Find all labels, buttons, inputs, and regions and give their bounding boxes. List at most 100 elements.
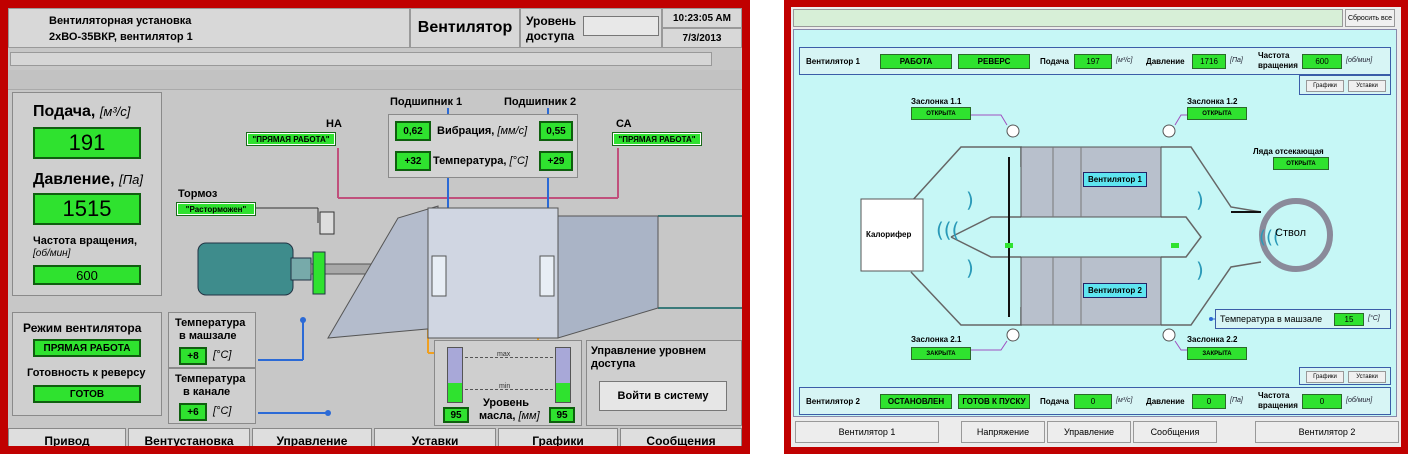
access-level-label-1: Уровень xyxy=(526,14,577,28)
shaft-label: Ствол xyxy=(1275,227,1306,239)
svg-text:): ) xyxy=(1196,188,1204,212)
pressure-label: Давление, xyxy=(33,171,115,188)
reset-all-button[interactable]: Сбросить все xyxy=(1345,9,1395,27)
title-line-2: 2хВО-35ВКР, вентилятор 1 xyxy=(49,31,193,43)
bearing-readings-box: 0,62 Вибрация, [мм/с] 0,55 +32 Температу… xyxy=(388,114,578,178)
reverse-ready-label: Готовность к реверсу xyxy=(27,367,146,379)
fan-drive-panel: Вентиляторная установка 2хВО-35ВКР, вент… xyxy=(0,0,750,454)
hall-temp-label-1: Температура xyxy=(175,317,246,329)
fan-2-row: Вентилятор 2 ОСТАНОВЛЕН ГОТОВ К ПУСКУ По… xyxy=(799,387,1391,415)
fan-1-setpoints-button[interactable]: Уставки xyxy=(1348,80,1386,92)
damper-1-1-state: ОТКРЫТА xyxy=(911,107,971,120)
oil-gauge-2 xyxy=(555,347,571,403)
tab-right-control[interactable]: Управление xyxy=(1047,421,1131,443)
fan-2-flow-label: Подача xyxy=(1040,397,1069,406)
damper-1-2-state: ОТКРЫТА xyxy=(1187,107,1247,120)
svg-text:(((: ((( xyxy=(936,218,959,242)
right-hall-temp-value: 15 xyxy=(1334,313,1364,326)
oil-min-label: min xyxy=(499,383,511,390)
tab-control[interactable]: Управление xyxy=(252,428,372,446)
tab-drive[interactable]: Привод xyxy=(8,428,126,446)
tab-messages[interactable]: Сообщения xyxy=(620,428,742,446)
fan-1-rpm-unit: [об/мин] xyxy=(1346,57,1373,64)
oil-level-1-value: 95 xyxy=(443,407,469,423)
oil-max-label: max xyxy=(497,351,511,358)
oil-level-box: max min 95 95 Уровень масла, [мм] xyxy=(434,340,582,426)
access-control-box: Управление уровнем доступа Войти в систе… xyxy=(586,340,742,426)
svg-text:): ) xyxy=(1196,258,1204,282)
oil-min-line xyxy=(465,389,553,390)
bearing-2-label: Подшипник 2 xyxy=(504,96,577,108)
fan-1-pressure-unit: [Па] xyxy=(1230,57,1243,64)
damper-2-2-state: ЗАКРЫТА xyxy=(1187,347,1247,360)
heater-label: Калорифер xyxy=(866,230,912,239)
fan-mode-label: Режим вентилятора xyxy=(23,321,142,335)
oil-level-label-2: масла, xyxy=(479,410,516,422)
channel-temp-label-1: Температура xyxy=(175,373,246,385)
tab-voltage[interactable]: Напряжение xyxy=(961,421,1045,443)
bearing-temp-label: Температура, xyxy=(433,155,507,167)
pressure-unit: [Па] xyxy=(119,172,143,187)
reverse-ready-value: ГОТОВ xyxy=(33,385,141,403)
fan-2-buttons: Графики Уставки xyxy=(1299,367,1391,385)
vibration-2-value: 0,55 xyxy=(539,121,573,141)
fan-1-flow-value: 197 xyxy=(1074,54,1112,69)
fan-1-rpm-label-2: вращения xyxy=(1258,61,1298,70)
bearing-temp-1-value: +32 xyxy=(395,151,431,171)
right-message-bar xyxy=(793,9,1343,27)
message-bar xyxy=(10,52,712,66)
fan-2-setpoints-button[interactable]: Уставки xyxy=(1348,371,1386,383)
fan-1-row: Вентилятор 1 РАБОТА РЕВЕРС Подача 197 [м… xyxy=(799,47,1391,75)
svg-text:(((: ((( xyxy=(1259,227,1280,248)
flow-value: 191 xyxy=(33,127,141,159)
fan-1-flow-unit: [м³/с] xyxy=(1116,57,1133,64)
tab-fan-1[interactable]: Вентилятор 1 xyxy=(795,421,939,443)
bearing-1-label: Подшипник 1 xyxy=(390,96,463,108)
fan-parameters-box: Подача, [м³/с] 191 Давление, [Па] 1515 Ч… xyxy=(12,92,162,296)
oil-gauge-1 xyxy=(447,347,463,403)
brake-label: Тормоз xyxy=(178,188,218,200)
clock-time: 10:23:05 AM xyxy=(662,8,742,28)
ca-label: СА xyxy=(616,118,632,130)
login-button[interactable]: Войти в систему xyxy=(599,381,727,411)
installation-title: Вентиляторная установка 2хВО-35ВКР, вент… xyxy=(8,8,410,48)
tab-setpoints[interactable]: Уставки xyxy=(374,428,496,446)
hall-temp-row: Температура в машзале 15 [°C] xyxy=(1215,309,1391,329)
tab-fan-unit[interactable]: Вентустановка xyxy=(128,428,250,446)
channel-temp-unit: [°C] xyxy=(213,405,232,417)
tab-graphs[interactable]: Графики xyxy=(498,428,618,446)
fan-1-flow-label: Подача xyxy=(1040,57,1069,66)
fan-1-pressure-label: Давление xyxy=(1146,57,1185,66)
na-label: НА xyxy=(326,118,342,130)
fan-1-pressure-value: 1716 xyxy=(1192,54,1226,69)
flow-unit: [м³/с] xyxy=(99,104,131,119)
brake-status: "Расторможен" xyxy=(176,202,256,216)
fan-1-graphs-button[interactable]: Графики xyxy=(1306,80,1344,92)
ca-status: "ПРЯМАЯ РАБОТА" xyxy=(612,132,702,146)
oil-level-label-1: Уровень xyxy=(483,397,530,409)
tab-right-messages[interactable]: Сообщения xyxy=(1133,421,1217,443)
vibration-unit: [мм/с] xyxy=(497,125,528,137)
channel-temperature-box: Температура в канале +6 [°C] xyxy=(168,368,256,424)
fan-1-direction: РЕВЕРС xyxy=(958,54,1030,69)
fan-2-flow-value: 0 xyxy=(1074,394,1112,409)
cutoff-hatch-label: Ляда отсекающая xyxy=(1253,147,1324,156)
access-level-label-2: доступа xyxy=(526,29,575,43)
oil-level-unit: [мм] xyxy=(518,410,540,422)
fan-mode-button[interactable]: Вентилятор xyxy=(410,8,520,48)
fan-diagram xyxy=(197,108,742,416)
fan-2-direction: ГОТОВ К ПУСКУ xyxy=(958,394,1030,409)
fan-2-rpm-unit: [об/мин] xyxy=(1346,397,1373,404)
damper-2-1-label: Заслонка 2.1 xyxy=(911,335,962,344)
damper-2-1-state: ЗАКРЫТА xyxy=(911,347,971,360)
tab-fan-2[interactable]: Вентилятор 2 xyxy=(1255,421,1399,443)
damper-2-2-label: Заслонка 2.2 xyxy=(1187,335,1238,344)
hall-temp-value: +8 xyxy=(179,347,207,365)
na-status: "ПРЯМАЯ РАБОТА" xyxy=(246,132,336,146)
fan-2-rpm-value: 0 xyxy=(1302,394,1342,409)
fan-2-pressure-unit: [Па] xyxy=(1230,397,1243,404)
fan-2-graphs-button[interactable]: Графики xyxy=(1306,371,1344,383)
svg-text:): ) xyxy=(966,188,974,212)
fan-1-status: РАБОТА xyxy=(880,54,952,69)
ventilation-overview-panel: Сбросить все Вентилятор 1 РАБОТА РЕВЕРС … xyxy=(784,0,1408,454)
